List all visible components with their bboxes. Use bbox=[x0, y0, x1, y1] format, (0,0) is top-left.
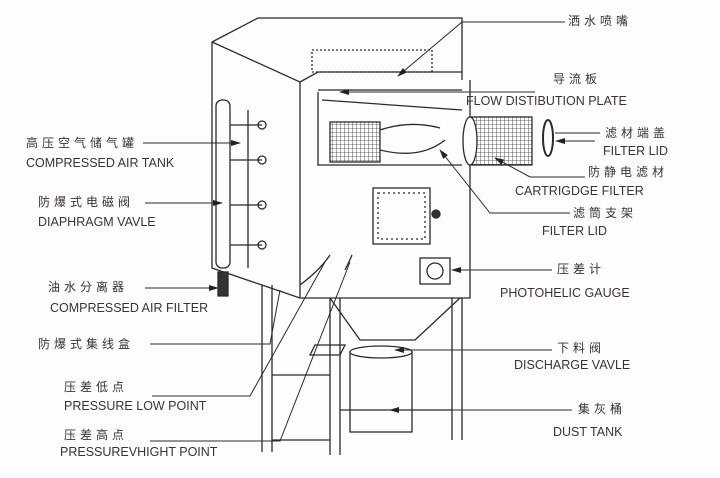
filter-lid-label-zh: 滤材端盖 bbox=[605, 126, 670, 140]
dust-tank-label-en: DUST TANK bbox=[553, 425, 623, 439]
discharge-label-en: DISCHARGE VAVLE bbox=[514, 358, 631, 372]
high-point-label-en: PRESSUREVHIGHT POINT bbox=[60, 445, 218, 459]
gauge-label-en: PHOTOHELIC GAUGE bbox=[500, 286, 630, 300]
air-tank bbox=[215, 99, 267, 297]
discharge-label-zh: 下料阀 bbox=[557, 341, 606, 355]
air-filter-label-en: COMPRESSED AIR FILTER bbox=[50, 301, 209, 315]
air-filter-label-zh: 油水分离器 bbox=[48, 280, 129, 294]
gauge-label-zh: 压差计 bbox=[557, 262, 606, 276]
filter-support-label-en: FILTER LID bbox=[542, 224, 608, 238]
diaphragm-label-en: DIAPHRAGM VAVLE bbox=[38, 215, 156, 229]
dust-tank-label-zh: 集灰桶 bbox=[578, 402, 627, 416]
air-tank-label-zh: 高压空气储气罐 bbox=[26, 136, 139, 150]
flow-plate-label-en: FLOW DISTIBUTION PLATE bbox=[466, 94, 627, 108]
flow-plate-label-zh: 导流板 bbox=[553, 72, 602, 86]
installed-cartridge bbox=[329, 121, 381, 163]
cartridge-label-en: CARTRIGDGE FILTER bbox=[515, 184, 644, 198]
high-point-label-zh: 压差高点 bbox=[64, 428, 129, 442]
air-tank-label-en: COMPRESSED AIR TANK bbox=[26, 156, 175, 170]
low-point-label-zh: 压差低点 bbox=[64, 380, 129, 394]
junction-box-label-zh: 防爆式集线盒 bbox=[38, 337, 135, 351]
cartridge-label-zh: 防静电滤材 bbox=[588, 165, 669, 179]
spray-nozzle-label-zh: 洒水喷嘴 bbox=[568, 14, 633, 28]
filter-support-label-zh: 滤筒支架 bbox=[573, 206, 638, 220]
filter-lid-label-en: FILTER LID bbox=[603, 144, 669, 158]
diaphragm-label-zh: 防爆式电磁阀 bbox=[38, 195, 135, 209]
leader-lines bbox=[143, 21, 600, 442]
filter-lid bbox=[542, 119, 554, 157]
hopper-frame bbox=[261, 254, 463, 455]
cabinet bbox=[211, 17, 471, 299]
cartridge-filter bbox=[469, 116, 533, 166]
low-point-label-en: PRESSURE LOW POINT bbox=[64, 399, 207, 413]
